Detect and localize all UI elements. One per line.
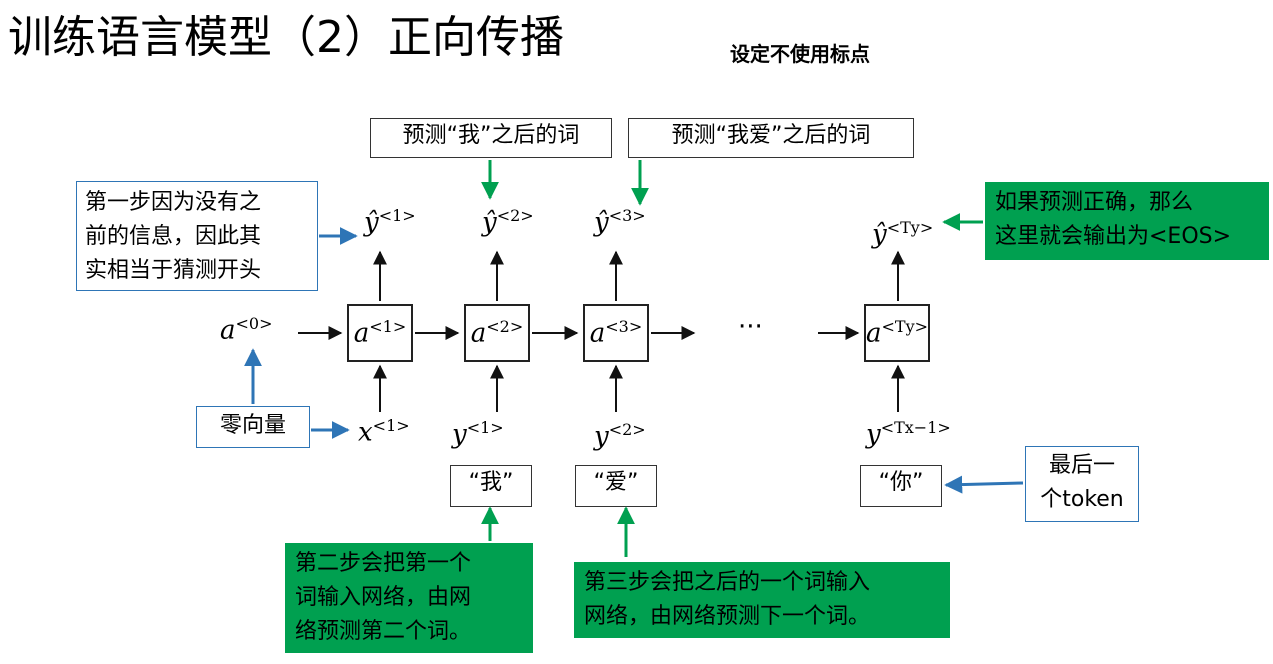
rnn-cell-2: a<2>	[464, 304, 530, 362]
label-predict-after-wo: 预测“我”之后的词	[370, 118, 612, 158]
math-a0: a<0>	[220, 314, 273, 346]
math-base: ŷ	[482, 207, 497, 238]
output-yhat-ty: ŷ<Ty>	[872, 218, 933, 250]
math-sup: <Ty>	[886, 218, 934, 237]
math-sup: <3>	[608, 206, 646, 225]
ellipsis: ···	[738, 312, 763, 342]
note-line: 网络，由网络预测下一个词。	[584, 604, 871, 629]
math-base: ŷ	[872, 219, 887, 250]
math-base: a	[470, 318, 487, 349]
math-sup: <2>	[486, 317, 524, 337]
math-sup: <1>	[466, 418, 504, 437]
math-sup: <Ty>	[881, 317, 929, 337]
math-base: a	[589, 318, 606, 349]
math-sup: <0>	[235, 314, 273, 333]
math-base: y	[594, 421, 609, 452]
output-yhat-1: ŷ<1>	[364, 206, 416, 238]
input-y2: y<2>	[594, 420, 646, 452]
output-yhat-3: ŷ<3>	[594, 206, 646, 238]
rnn-cell-3: a<3>	[583, 304, 649, 362]
note-line: 第三步会把之后的一个词输入	[584, 570, 871, 595]
math-sup: <1>	[369, 317, 407, 337]
math-base: a	[220, 315, 236, 346]
page-title: 训练语言模型（2）正向传播	[8, 12, 564, 63]
math-base: ŷ	[594, 207, 609, 238]
note-line: 词输入网络，由网	[295, 585, 472, 610]
note-line: 第二步会把第一个	[295, 551, 472, 576]
note-line: 第一步因为没有之	[85, 190, 262, 215]
note-line: 这里就会输出为<EOS>	[995, 224, 1232, 249]
math-sup: <2>	[608, 420, 646, 439]
note-line: 实相当于猜测开头	[85, 258, 262, 283]
math-base: a	[353, 318, 370, 349]
word-box-ai: “爱”	[575, 465, 657, 507]
output-yhat-2: ŷ<2>	[482, 206, 534, 238]
note-line: 个token	[1040, 487, 1124, 512]
math-sup: <1>	[378, 206, 416, 225]
note-line: 络预测第二个词。	[295, 619, 472, 644]
input-x1: x<1>	[358, 416, 410, 448]
note-line: 前的信息，因此其	[85, 224, 262, 249]
math-base: ŷ	[364, 207, 379, 238]
math-sup: <3>	[605, 317, 643, 337]
note-line: 最后一	[1048, 453, 1115, 478]
input-ytx: y<Tx−1>	[866, 418, 951, 450]
input-y1: y<1>	[452, 418, 504, 450]
note-first-step: 第一步因为没有之 前的信息，因此其 实相当于猜测开头	[76, 181, 318, 291]
label-zero-vector: 零向量	[196, 406, 310, 448]
page-subtitle: 设定不使用标点	[730, 42, 870, 66]
math-base: y	[866, 419, 881, 450]
math-base: a	[865, 318, 882, 349]
note-second-step: 第二步会把第一个 词输入网络，由网 络预测第二个词。	[285, 543, 533, 653]
math-base: x	[358, 417, 373, 448]
math-sup: <2>	[496, 206, 534, 225]
math-sup: <Tx−1>	[880, 418, 951, 437]
word-box-ni: “你”	[860, 465, 942, 507]
note-third-step: 第三步会把之后的一个词输入 网络，由网络预测下一个词。	[574, 562, 950, 638]
math-sup: <1>	[372, 416, 410, 435]
rnn-cell-1: a<1>	[347, 304, 413, 362]
math-base: y	[452, 419, 467, 450]
note-line: 如果预测正确，那么	[995, 190, 1194, 215]
arrow-last-token-to-ni	[944, 475, 1024, 494]
label-predict-after-woai: 预测“我爱”之后的词	[628, 118, 914, 158]
rnn-cell-ty: a<Ty>	[864, 304, 930, 362]
note-eos: 如果预测正确，那么 这里就会输出为<EOS>	[985, 182, 1269, 260]
note-last-token: 最后一 个token	[1025, 446, 1139, 522]
